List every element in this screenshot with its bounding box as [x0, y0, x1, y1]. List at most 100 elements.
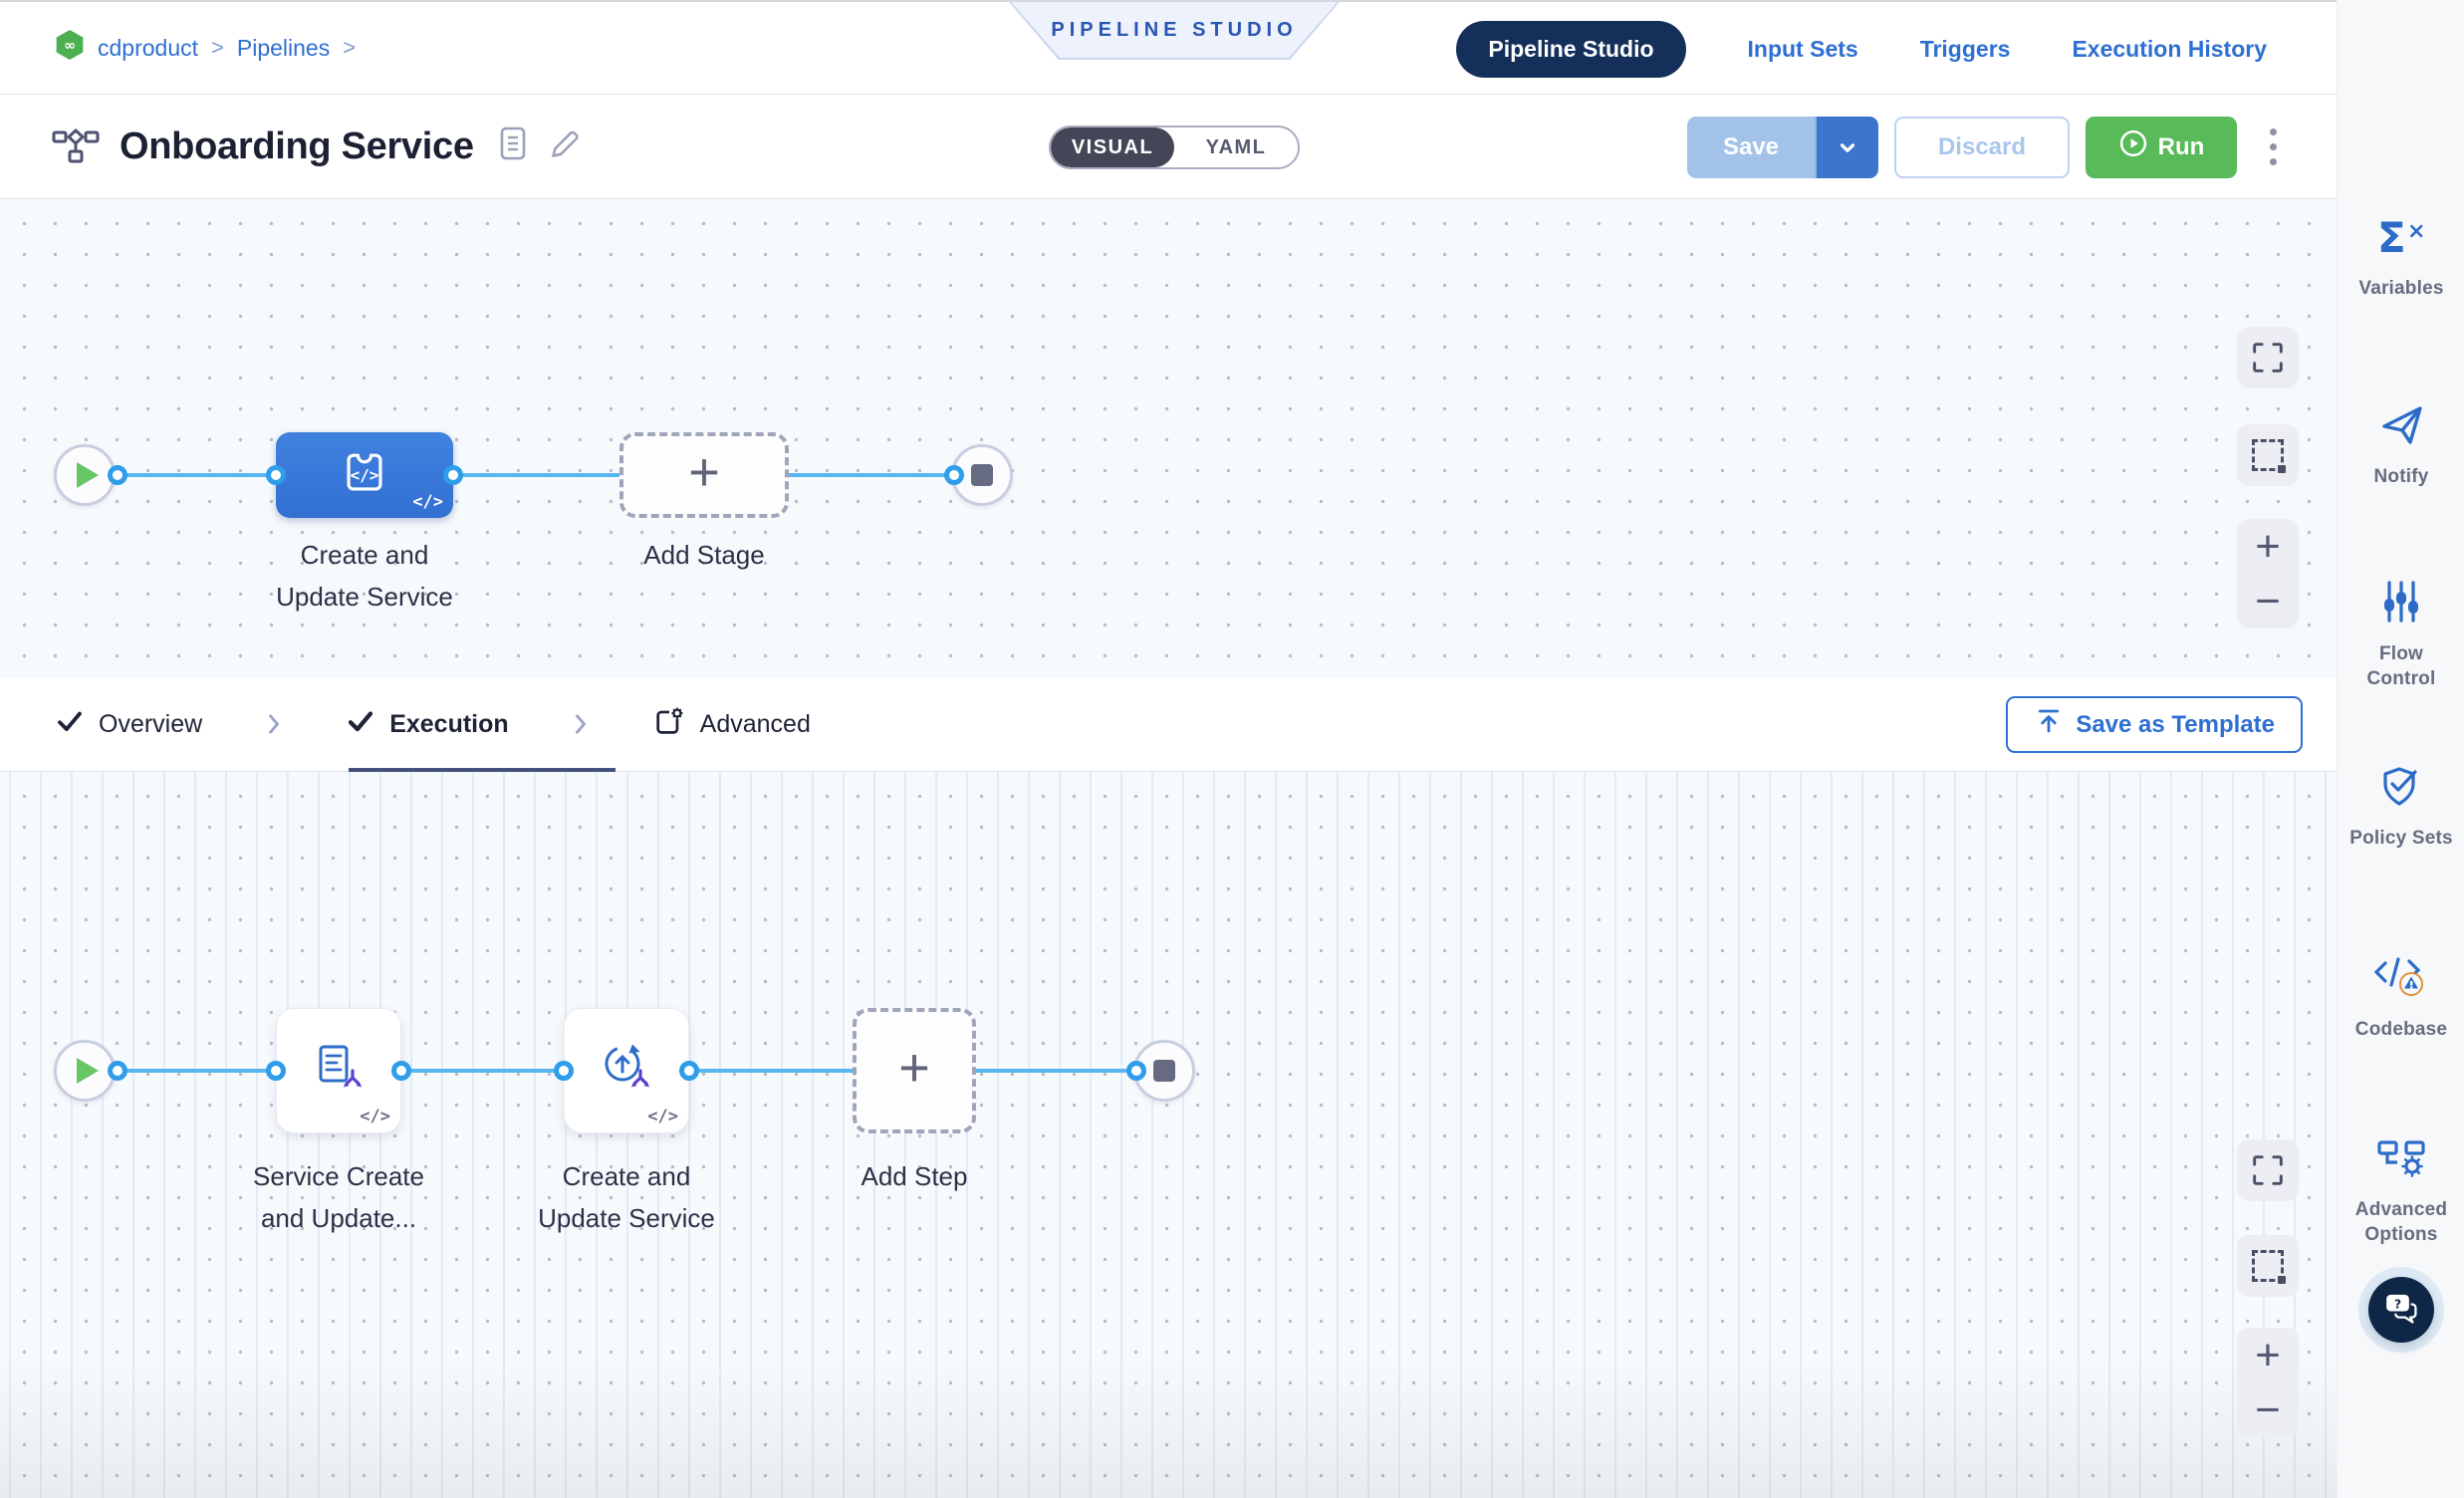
edge [118, 1069, 276, 1073]
connector-dot[interactable] [554, 1061, 574, 1081]
toggle-yaml[interactable]: YAML [1205, 135, 1267, 158]
rail-item-flow-control[interactable]: Flow Control [2338, 578, 2464, 691]
pipeline-header-row: Onboarding Service VISUAL YAML Save [0, 95, 2337, 199]
svg-text:∞: ∞ [64, 38, 76, 54]
upload-icon [2034, 706, 2064, 743]
tab-execution[interactable]: Execution [346, 706, 509, 743]
edge [787, 473, 954, 477]
breadcrumb-project-link[interactable]: cdproduct [98, 34, 199, 61]
breadcrumb: ∞ cdproduct > Pipelines > [0, 28, 356, 68]
add-step-node[interactable]: + [853, 1008, 976, 1133]
connector-dot[interactable] [266, 465, 286, 485]
advanced-settings-icon [652, 704, 686, 745]
tab-advanced[interactable]: Advanced [652, 704, 811, 745]
edit-pencil-icon[interactable] [548, 127, 582, 166]
active-tab-underline [349, 768, 616, 772]
variables-sigma-icon: Σ× [2375, 213, 2427, 265]
readme-icon[interactable] [500, 126, 528, 167]
step1-label: Service Create and Update... [253, 1161, 424, 1233]
more-options-kebab[interactable] [2253, 117, 2293, 178]
zoom-in-button[interactable]: + [2255, 1330, 2281, 1379]
add-step-label: Add Step [861, 1161, 968, 1191]
stage-canvas[interactable]: </> </> + Create and Update Service Add … [0, 199, 2337, 677]
zoom-out-button[interactable]: − [2255, 576, 2281, 625]
save-as-template-button[interactable]: Save as Template [2006, 696, 2303, 753]
step2-label: Create and Update Service [538, 1161, 715, 1233]
stage-code-badge: </> [412, 492, 443, 512]
connector-dot[interactable] [679, 1061, 699, 1081]
run-play-icon [2118, 128, 2148, 165]
edge [689, 1069, 853, 1073]
rail-item-notify[interactable]: Notify [2338, 398, 2464, 490]
save-options-caret[interactable] [1817, 116, 1878, 178]
service-update-icon [595, 1037, 658, 1106]
connector-dot[interactable] [391, 1061, 411, 1081]
connector-dot[interactable] [1126, 1061, 1146, 1081]
main-column: ∞ cdproduct > Pipelines > PIPELINE STUDI… [0, 0, 2337, 1498]
toggle-visual[interactable]: VISUAL [1051, 127, 1174, 167]
rail-item-codebase[interactable]: Codebase [2338, 951, 2464, 1043]
tab-overview[interactable]: Overview [55, 706, 202, 743]
connector-dot[interactable] [108, 465, 127, 485]
pipeline-flowchart-icon [52, 125, 100, 169]
pipeline-studio-ribbon: PIPELINE STUDIO [1009, 2, 1340, 60]
save-button[interactable]: Save [1687, 116, 1817, 178]
tab-pipeline-studio[interactable]: Pipeline Studio [1456, 21, 1686, 78]
breadcrumb-separator: > [343, 35, 357, 60]
start-play-icon [77, 1058, 99, 1084]
check-icon [55, 706, 85, 743]
edge [453, 473, 619, 477]
save-split-button: Save [1687, 116, 1878, 178]
step-node-create-update-service[interactable]: </> [564, 1008, 689, 1133]
execution-step-canvas[interactable]: </> </> + [0, 772, 2337, 1498]
pipeline-start-node[interactable] [54, 444, 116, 506]
top-nav: Pipeline Studio Input Sets Triggers Exec… [1456, 2, 2267, 97]
connector-dot[interactable] [266, 1061, 286, 1081]
connector-dot[interactable] [443, 465, 463, 485]
stage-node-create-update-service[interactable]: </> </> [276, 432, 453, 518]
policy-shield-check-icon [2377, 762, 2425, 815]
rail-item-advanced-options[interactable]: Advanced Options [2338, 1135, 2464, 1247]
zoom-out-button[interactable]: − [2255, 1384, 2281, 1434]
plus-icon: + [688, 442, 720, 502]
fullscreen-button[interactable] [2237, 1139, 2299, 1201]
project-badge-icon: ∞ [55, 28, 85, 68]
chevron-right-icon [567, 710, 595, 738]
connector-dot[interactable] [108, 1061, 127, 1081]
edge [118, 473, 276, 477]
fullscreen-button[interactable] [2237, 327, 2299, 388]
help-chat-icon: ? [2380, 1287, 2422, 1334]
svg-text:Σ: Σ [2377, 214, 2406, 260]
rail-item-policy-sets[interactable]: Policy Sets [2338, 762, 2464, 852]
marquee-icon [2252, 1250, 2286, 1284]
header-actions: Save Discard Run [1687, 95, 2293, 199]
step-code-badge: </> [360, 1107, 390, 1126]
tab-triggers[interactable]: Triggers [1919, 36, 2011, 62]
add-stage-node[interactable]: + [619, 432, 789, 518]
svg-text:</>: </> [351, 465, 379, 484]
edge [976, 1069, 1136, 1073]
marquee-select-button[interactable] [2237, 424, 2299, 486]
discard-button[interactable]: Discard [1894, 116, 2070, 178]
marquee-select-button[interactable] [2237, 1235, 2299, 1297]
help-chat-button[interactable]: ? [2368, 1277, 2434, 1343]
zoom-controls: + − [2237, 519, 2299, 628]
end-stop-icon [971, 464, 993, 486]
step-node-service-create-update[interactable]: </> [276, 1008, 401, 1133]
steps-start-node[interactable] [54, 1040, 116, 1102]
plus-icon: + [898, 1038, 930, 1098]
connector-dot[interactable] [944, 465, 964, 485]
visual-yaml-toggle: VISUAL YAML [1049, 125, 1300, 169]
tab-input-sets[interactable]: Input Sets [1747, 36, 1858, 62]
zoom-controls: + − [2237, 1328, 2299, 1437]
breadcrumb-pipelines-link[interactable]: Pipelines [236, 34, 331, 61]
edge [401, 1069, 564, 1073]
tab-execution-history[interactable]: Execution History [2072, 36, 2267, 62]
breadcrumb-separator: > [211, 35, 224, 60]
rail-item-variables[interactable]: Σ× Variables [2358, 213, 2444, 299]
page-title: Onboarding Service [120, 125, 474, 167]
top-header-row: ∞ cdproduct > Pipelines > PIPELINE STUDI… [0, 0, 2337, 95]
run-button[interactable]: Run [2086, 116, 2237, 178]
zoom-in-button[interactable]: + [2255, 521, 2281, 571]
